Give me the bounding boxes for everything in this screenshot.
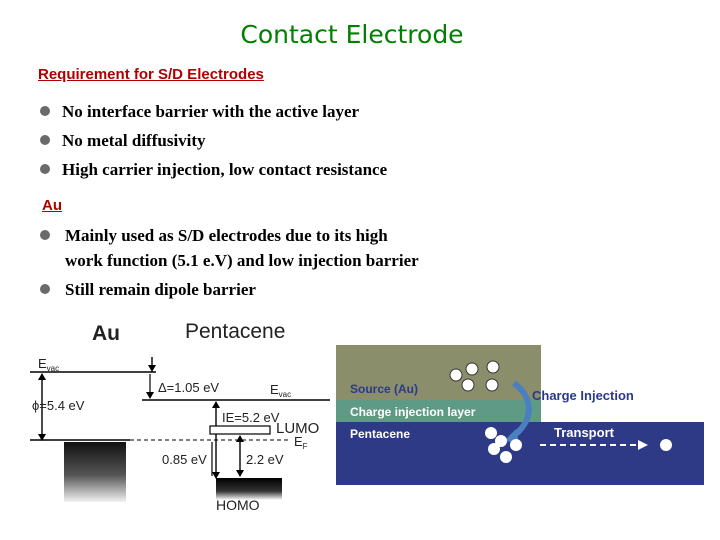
svg-text:Evac: Evac bbox=[38, 356, 59, 373]
arrow-head bbox=[146, 392, 154, 399]
lumo-label: LUMO bbox=[276, 420, 319, 437]
ef-label: E bbox=[294, 434, 303, 449]
requirement-item-1: No interface barrier with the active lay… bbox=[62, 102, 360, 121]
bullet-dot bbox=[40, 230, 50, 240]
charge-carrier bbox=[510, 439, 522, 451]
charge-carrier bbox=[488, 443, 500, 455]
injection-arrow bbox=[510, 380, 532, 440]
evac-left-label: E bbox=[38, 356, 47, 371]
requirements-heading: Requirement for S/D Electrodes bbox=[38, 66, 264, 83]
arrow-head bbox=[236, 470, 244, 477]
au-band-block bbox=[64, 442, 126, 502]
charge-carrier bbox=[660, 439, 672, 451]
charge-carrier bbox=[461, 378, 475, 392]
bullet-dot bbox=[40, 135, 50, 145]
charge-carrier bbox=[500, 451, 512, 463]
background-area bbox=[541, 345, 704, 422]
energy-level-diagram: Au Pentacene Evac ϕ=5.4 eV Δ=1.05 eV Eva… bbox=[30, 320, 330, 512]
arrow-head bbox=[148, 365, 156, 372]
charge-carrier bbox=[485, 378, 499, 392]
source-label: Source (Au) bbox=[350, 382, 418, 396]
pentacene-layer-label: Pentacene bbox=[350, 427, 410, 441]
charge-carrier bbox=[486, 360, 500, 374]
au-item-2: Still remain dipole barrier bbox=[65, 280, 256, 299]
bullet-dot bbox=[40, 106, 50, 116]
arrow-head bbox=[212, 472, 220, 479]
au-item-1-line-2: work function (5.1 e.V) and low injectio… bbox=[65, 251, 419, 270]
gap-low-label: 0.85 eV bbox=[162, 452, 207, 467]
au-label: Au bbox=[92, 322, 120, 345]
requirement-item-2: No metal diffusivity bbox=[62, 131, 206, 150]
homo-label: HOMO bbox=[216, 497, 260, 512]
charge-carrier bbox=[485, 427, 497, 439]
pentacene-label: Pentacene bbox=[185, 320, 285, 343]
requirement-item-3: High carrier injection, low contact resi… bbox=[62, 160, 388, 179]
charge-carrier bbox=[465, 362, 479, 376]
bullet-dot bbox=[40, 164, 50, 174]
phi-label: ϕ=5.4 eV bbox=[32, 398, 85, 413]
injection-layer bbox=[336, 400, 541, 422]
ie-label: IE=5.2 eV bbox=[222, 410, 280, 425]
delta-label: Δ=1.05 eV bbox=[158, 380, 219, 395]
au-item-1-line-1: Mainly used as S/D electrodes due to its… bbox=[65, 226, 388, 245]
arrow-head bbox=[236, 435, 244, 442]
charge-carrier bbox=[449, 368, 463, 382]
source-layer bbox=[336, 345, 541, 400]
svg-text:EF: EF bbox=[294, 434, 308, 451]
homo-band bbox=[216, 478, 282, 500]
evac-right-label: E bbox=[270, 382, 279, 397]
svg-text:Evac: Evac bbox=[270, 382, 291, 399]
evac-right-sub: vac bbox=[279, 390, 291, 399]
au-heading: Au bbox=[42, 197, 62, 214]
transport-label: Transport bbox=[554, 425, 615, 440]
arrow-head bbox=[38, 373, 46, 380]
arrow-head bbox=[38, 434, 46, 441]
charge-injection-label: Charge Injection bbox=[532, 388, 634, 403]
evac-left-sub: vac bbox=[47, 364, 59, 373]
page-title: Contact Electrode bbox=[240, 20, 464, 49]
ef-sub: F bbox=[303, 442, 308, 451]
arrow-head bbox=[638, 440, 648, 450]
charge-carrier bbox=[495, 435, 507, 447]
gap-high-label: 2.2 eV bbox=[246, 452, 284, 467]
injection-layer-label: Charge injection layer bbox=[350, 405, 476, 419]
arrow-head bbox=[212, 401, 220, 408]
charge-injection-figure: Source (Au) Charge injection layer Penta… bbox=[336, 345, 704, 485]
bullet-dot bbox=[40, 284, 50, 294]
lumo-band bbox=[209, 425, 271, 435]
